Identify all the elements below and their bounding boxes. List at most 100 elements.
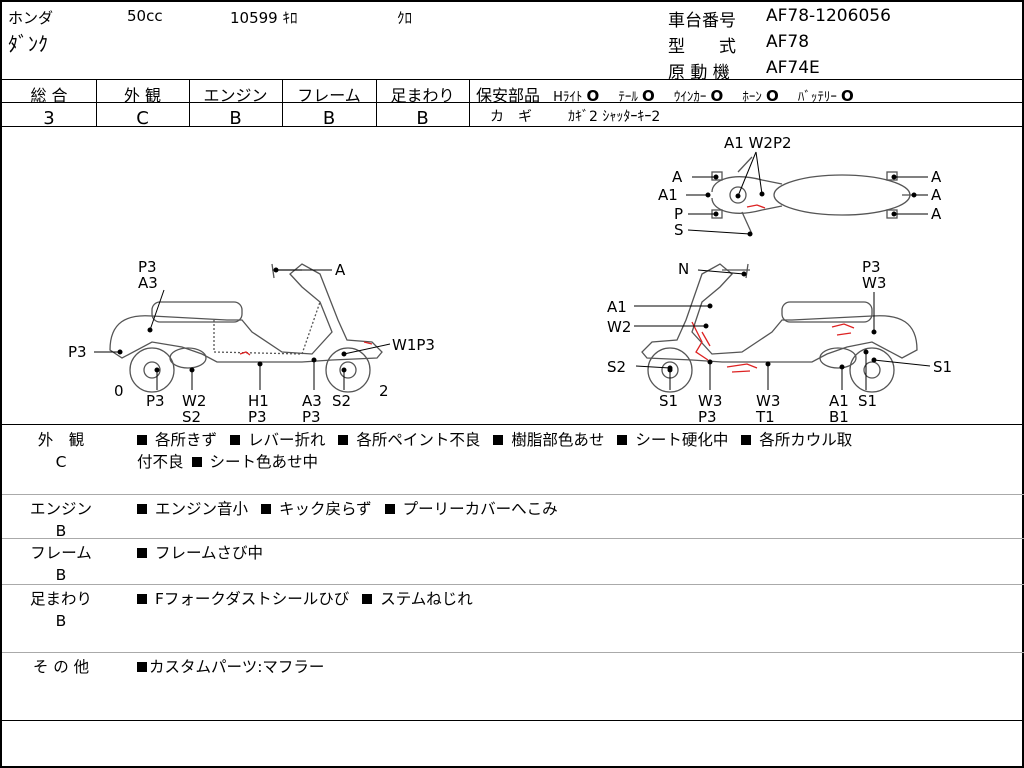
key-value: ｶｷﾞ2 ｼｬｯﾀｰｷｰ2 — [568, 109, 661, 125]
label: N — [678, 260, 689, 278]
remark-item: シート色あせ中 — [191, 453, 318, 471]
label: A — [931, 186, 942, 204]
label: A — [335, 261, 346, 279]
label: H1 — [248, 392, 269, 410]
bullet-square-icon — [137, 662, 147, 672]
safety-item-tail: ﾃｰﾙ O — [618, 87, 655, 105]
grade-label: 外 観 — [123, 86, 162, 105]
grade-value: B — [229, 108, 242, 129]
bullet-square-icon — [384, 504, 395, 514]
divider — [2, 126, 1024, 127]
safety-item-horn: ﾎｰﾝ O — [742, 87, 779, 105]
label: A1 — [829, 392, 849, 410]
bullet-square-icon — [260, 504, 271, 514]
divider — [469, 79, 470, 126]
divider — [469, 102, 1024, 103]
remark-item: ステムねじれ — [362, 590, 473, 608]
bullet-square-icon — [741, 435, 752, 445]
label: A — [931, 205, 942, 223]
grade-value: C — [136, 108, 149, 129]
label: S2 — [607, 358, 626, 376]
label: 2 — [379, 382, 389, 400]
engine-label: 原 動 機 — [668, 63, 730, 83]
label: P3 — [248, 408, 267, 422]
bullet-square-icon — [137, 594, 147, 604]
divider — [2, 584, 1024, 585]
label: A3 — [302, 392, 322, 410]
divider — [2, 102, 469, 103]
label: A — [931, 168, 942, 186]
grade-suspension: 足まわり B — [376, 82, 469, 129]
divider — [189, 79, 190, 126]
remarks-exterior: 各所きず レバー折れ 各所ペイント不良 樹脂部色あせ シート硬化中 各所カウル取… — [137, 429, 860, 473]
scooter-top-view — [711, 156, 914, 235]
label: P3 — [68, 343, 87, 361]
divider — [282, 79, 283, 126]
remarks-other: カスタムパーツ:マフラー — [137, 656, 332, 678]
bullet-square-icon — [229, 435, 240, 445]
color: ｸﾛ — [397, 9, 413, 27]
bullet-square-icon — [137, 504, 147, 514]
displacement: 50cc — [127, 7, 163, 25]
mileage: 10599 ｷﾛ — [230, 9, 298, 27]
remark-item: レバー折れ — [229, 431, 325, 449]
label: S2 — [182, 408, 201, 422]
section-label-other: そ の 他 — [32, 658, 90, 676]
bullet-square-icon — [137, 435, 147, 445]
label: S1 — [933, 358, 952, 376]
remark-item: エンジン音小 — [137, 500, 248, 518]
safety-item-battery: ﾊﾞｯﾃﾘｰ O — [797, 87, 854, 105]
label: P3 — [138, 258, 157, 276]
scooter-left-side-view — [109, 263, 383, 393]
safety-item-winker: ｳｲﾝｶｰ O — [673, 87, 724, 105]
label: P — [674, 205, 683, 223]
type-label: 型 式 — [668, 37, 736, 57]
label: A — [672, 168, 683, 186]
label: W1P3 — [392, 336, 435, 354]
grade-label: 足まわり — [390, 86, 455, 105]
grade-label: 総 合 — [30, 86, 68, 105]
divider — [2, 494, 1024, 495]
remark-item: 各所カウル取 — [741, 431, 852, 449]
remark-item: キック戻らず — [260, 500, 372, 518]
key-label: カ ギ — [490, 109, 532, 125]
label: 0 — [114, 382, 124, 400]
label: S2 — [332, 392, 351, 410]
bullet-square-icon — [191, 457, 202, 467]
remark-item: フレームさび中 — [137, 544, 263, 562]
label: A1 — [658, 186, 678, 204]
label: P3 — [698, 408, 717, 422]
grade-label: エンジン — [203, 86, 268, 105]
label: S1 — [659, 392, 678, 410]
label: S1 — [858, 392, 877, 410]
label: W2 — [182, 392, 206, 410]
divider — [96, 79, 97, 126]
label: B1 — [829, 408, 849, 422]
label: P3 — [302, 408, 321, 422]
divider — [2, 720, 1024, 721]
divider — [376, 79, 377, 126]
label: W3 — [698, 392, 722, 410]
divider — [2, 424, 1024, 425]
bullet-square-icon — [617, 435, 628, 445]
label: P3 — [862, 258, 881, 276]
grade-value: B — [416, 108, 429, 129]
bullet-square-icon — [362, 594, 373, 604]
label: T1 — [755, 408, 775, 422]
frame-no-label: 車台番号 — [668, 11, 736, 31]
label: A3 — [138, 274, 158, 292]
damage-diagram: P3 A3 A P3 W1P3 0 2 P3 W2 S2 H1 P3 A3 P3… — [68, 134, 952, 422]
safety-title: 保安部品 — [476, 86, 541, 105]
label: P3 — [146, 392, 165, 410]
bullet-square-icon — [338, 435, 349, 445]
label: S — [674, 221, 684, 239]
remark-item: 各所きず — [137, 431, 217, 449]
remark-item: シート硬化中 — [617, 431, 728, 449]
bullet-square-icon — [493, 435, 504, 445]
